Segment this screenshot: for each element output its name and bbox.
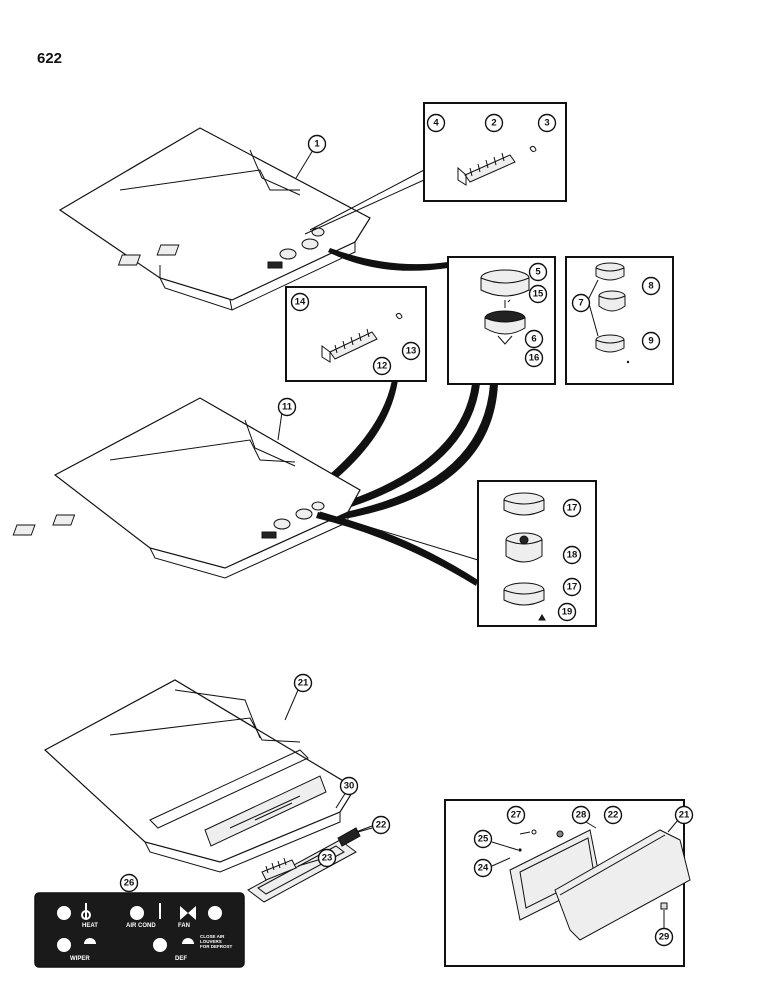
- ring-7-lower: [595, 334, 625, 353]
- panel-note-line3: FOR DEFROST: [200, 944, 233, 949]
- svg-text:4: 4: [433, 118, 439, 129]
- instrument-sheet-lower: [43, 679, 356, 873]
- instrument-sheet-middle: [12, 397, 361, 579]
- callout-28: 28: [571, 805, 591, 825]
- callout-22-main: 22: [371, 815, 391, 835]
- svg-text:22: 22: [608, 810, 619, 821]
- svg-text:24: 24: [478, 863, 489, 874]
- callout-1: 1: [307, 134, 327, 154]
- gauge-8: [598, 290, 626, 312]
- svg-text:25: 25: [478, 834, 489, 845]
- svg-text:30: 30: [344, 781, 355, 792]
- panel-note-line2: LOUVERS: [200, 939, 222, 944]
- svg-text:6: 6: [531, 334, 536, 345]
- instrument-sheet-upper: [58, 127, 371, 311]
- callout-9: 9: [641, 331, 661, 351]
- svg-text:8: 8: [648, 281, 653, 292]
- callout-21-detail: 21: [674, 805, 694, 825]
- ring-7-upper: [595, 262, 625, 281]
- svg-text:21: 21: [679, 810, 690, 821]
- svg-text:13: 13: [406, 346, 417, 357]
- switch-detail-box-lower: [285, 286, 427, 382]
- control-panel-26: HEAT AIR COND FAN WIPER DEF CLOSE AIR LO…: [34, 892, 245, 968]
- svg-text:21: 21: [298, 678, 309, 689]
- callout-21-main: 21: [293, 673, 313, 693]
- callout-5: 5: [528, 262, 548, 282]
- svg-text:23: 23: [322, 853, 333, 864]
- svg-text:26: 26: [124, 878, 135, 889]
- callout-27: 27: [506, 805, 526, 825]
- svg-text:12: 12: [377, 361, 388, 372]
- callout-17-lower: 17: [562, 577, 582, 597]
- panel-label-heat: HEAT: [82, 923, 98, 929]
- callout-8: 8: [641, 276, 661, 296]
- svg-text:27: 27: [511, 810, 522, 821]
- gauge-components-box: [565, 256, 674, 385]
- svg-text:3: 3: [544, 118, 549, 129]
- callout-15: 15: [528, 284, 548, 304]
- svg-text:18: 18: [567, 550, 578, 561]
- callout-6: 6: [524, 329, 544, 349]
- callout-17-upper: 17: [562, 498, 582, 518]
- callout-11: 11: [277, 397, 297, 417]
- callout-7: 7: [571, 293, 591, 313]
- callout-14: 14: [290, 292, 310, 312]
- callout-3: 3: [537, 113, 557, 133]
- callout-16: 16: [524, 348, 544, 368]
- svg-text:9: 9: [648, 336, 653, 347]
- svg-text:17: 17: [567, 503, 578, 514]
- callout-26: 26: [119, 873, 139, 893]
- callout-2: 2: [484, 113, 504, 133]
- svg-text:2: 2: [491, 118, 496, 129]
- svg-text:1: 1: [314, 139, 320, 150]
- callout-19: 19: [557, 602, 577, 622]
- callout-29: 29: [654, 927, 674, 947]
- panel-label-air-cond: AIR COND: [126, 923, 156, 929]
- svg-text:16: 16: [529, 353, 540, 364]
- svg-text:29: 29: [659, 932, 670, 943]
- gauge-body-6: [484, 300, 526, 345]
- svg-text:5: 5: [535, 267, 541, 278]
- louver-23: [261, 857, 319, 881]
- callout-13: 13: [401, 341, 421, 361]
- callout-30: 30: [339, 776, 359, 796]
- svg-text:11: 11: [282, 402, 293, 413]
- callout-24: 24: [473, 858, 493, 878]
- svg-text:19: 19: [562, 607, 573, 618]
- callout-18: 18: [562, 545, 582, 565]
- panel-label-fan: FAN: [178, 923, 190, 929]
- svg-text:17: 17: [567, 582, 578, 593]
- callout-22-detail: 22: [603, 805, 623, 825]
- svg-text:28: 28: [576, 810, 587, 821]
- panel-label-wiper: WIPER: [70, 956, 90, 962]
- panel-note-line1: CLOSE AIR: [200, 934, 225, 939]
- callout-12: 12: [372, 356, 392, 376]
- page-number: 622: [37, 50, 63, 67]
- svg-text:14: 14: [295, 297, 306, 308]
- gauge-bezel-15: [480, 269, 530, 297]
- callout-25: 25: [473, 829, 493, 849]
- panel-label-def: DEF: [175, 956, 187, 962]
- vent-mount-detail-box: [444, 799, 691, 967]
- callout-4: 4: [426, 113, 446, 133]
- svg-text:15: 15: [533, 289, 544, 300]
- switch-part-2: [457, 152, 516, 186]
- callout-23: 23: [317, 848, 337, 868]
- svg-text:22: 22: [376, 820, 387, 831]
- svg-text:7: 7: [578, 298, 583, 309]
